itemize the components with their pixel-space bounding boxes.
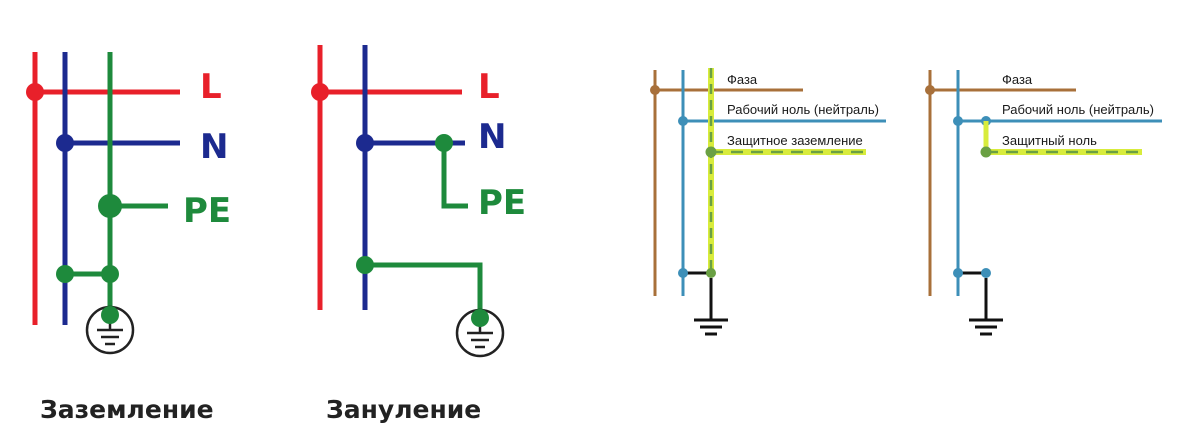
bond-node-neutral <box>56 265 74 283</box>
label-phase: Фаза <box>727 72 758 87</box>
diagram-grounding-tns: L N PE Заземление <box>26 52 231 424</box>
ground-circled-icon <box>455 308 505 358</box>
earth-node <box>981 268 991 278</box>
label-phase: Фаза <box>1002 72 1033 87</box>
pe-tap-node <box>435 134 453 152</box>
caption-zeroing: Зануление <box>326 395 481 424</box>
pe-node <box>705 146 717 158</box>
caption-grounding: Заземление <box>40 395 214 424</box>
neutral-earth-node <box>356 256 374 274</box>
diagram-grounding-thin: Фаза Рабочий ноль (нейтраль) Защитное за… <box>650 68 886 336</box>
phase-node <box>26 83 44 101</box>
ground-icon <box>694 278 728 336</box>
pe-from-neutral <box>441 143 468 209</box>
label-L: L <box>200 67 222 107</box>
label-protective-zero: Защитный ноль <box>1002 133 1097 148</box>
pen-node <box>980 146 992 158</box>
diagram-zeroing-thin: Фаза Рабочий ноль (нейтраль) Защитный но… <box>925 70 1162 336</box>
ground-icon <box>969 278 1003 336</box>
phase-node <box>925 85 935 95</box>
label-protective-earth: Защитное заземление <box>727 133 863 148</box>
neutral-earth-node <box>953 268 963 278</box>
phase-node <box>650 85 660 95</box>
neutral-node <box>56 134 74 152</box>
label-PE: PE <box>478 183 526 223</box>
label-PE: PE <box>183 191 231 231</box>
neutral-to-earth <box>365 262 483 318</box>
label-N: N <box>478 117 506 157</box>
pe-earth-node <box>706 268 716 278</box>
neutral-node <box>356 134 374 152</box>
label-L: L <box>478 67 500 107</box>
label-N: N <box>200 127 228 167</box>
bond-node-pe <box>101 265 119 283</box>
neutral-node <box>953 116 963 126</box>
neutral-node <box>678 116 688 126</box>
pe-node <box>98 194 122 218</box>
label-neutral: Рабочий ноль (нейтраль) <box>727 102 879 117</box>
phase-node <box>311 83 329 101</box>
label-neutral: Рабочий ноль (нейтраль) <box>1002 102 1154 117</box>
diagram-zeroing-tnc: L N PE Зануление <box>311 45 526 424</box>
neutral-earth-node <box>678 268 688 278</box>
ground-circled-icon <box>85 305 135 355</box>
